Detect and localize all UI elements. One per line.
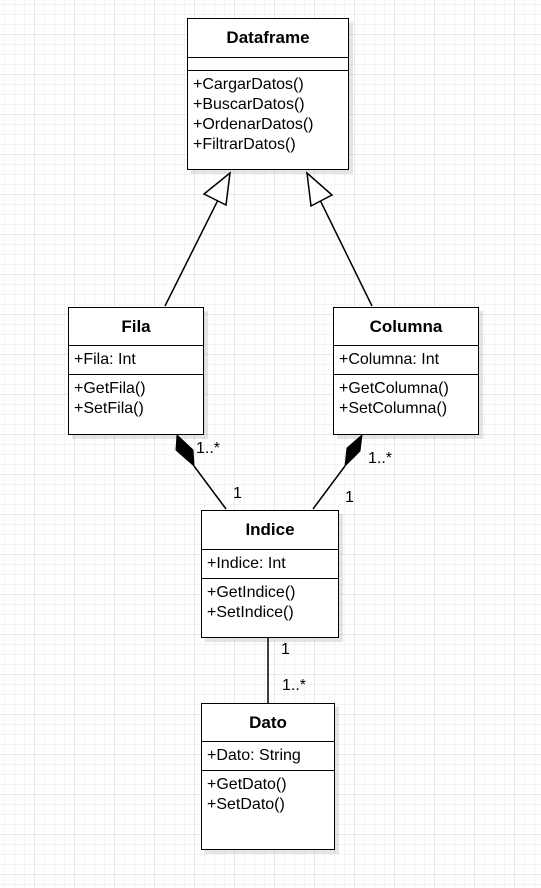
- class-columna-name: Columna: [334, 308, 478, 346]
- class-dataframe-attributes: [188, 58, 348, 71]
- method-set-indice: +SetIndice(): [207, 604, 294, 621]
- class-dato-attributes: +Dato: String: [202, 742, 334, 771]
- composition-diamond-columna: [344, 433, 363, 468]
- class-dato-name: Dato: [202, 704, 334, 742]
- method-set-dato: +SetDato(): [207, 796, 285, 813]
- composition-line-columna-indice: [312, 465, 346, 510]
- class-columna-methods: +GetColumna() +SetColumna(): [334, 375, 478, 423]
- class-indice-name: Indice: [202, 511, 338, 550]
- class-columna-attributes: +Columna: Int: [334, 346, 478, 375]
- class-dataframe-methods: +CargarDatos() +BuscarDatos() +OrdenarDa…: [188, 71, 348, 159]
- class-fila-attributes: +Fila: Int: [69, 346, 203, 375]
- multiplicity-fila-side: 1..*: [196, 440, 221, 457]
- class-fila-methods: +GetFila() +SetFila(): [69, 375, 203, 423]
- class-indice-methods: +GetIndice() +SetIndice(): [202, 579, 338, 627]
- class-columna[interactable]: Columna +Columna: Int +GetColumna() +Set…: [333, 307, 479, 435]
- composition-diamond-fila: [175, 433, 195, 468]
- method-filtrar-datos: +FiltrarDatos(): [193, 136, 296, 153]
- attribute-columna: +Columna: Int: [339, 351, 440, 368]
- method-get-dato: +GetDato(): [207, 776, 287, 793]
- method-set-columna: +SetColumna(): [339, 400, 448, 417]
- method-buscar-datos: +BuscarDatos(): [193, 96, 305, 113]
- method-get-fila: +GetFila(): [74, 380, 146, 397]
- attribute-fila: +Fila: Int: [74, 351, 136, 368]
- class-indice-attributes: +Indice: Int: [202, 550, 338, 579]
- class-dataframe[interactable]: Dataframe +CargarDatos() +BuscarDatos() …: [187, 18, 349, 170]
- class-fila[interactable]: Fila +Fila: Int +GetFila() +SetFila(): [68, 307, 204, 435]
- multiplicity-columna-side: 1..*: [368, 450, 393, 467]
- multiplicity-dato-side: 1..*: [282, 677, 307, 694]
- inheritance-arrowhead-columna: [306, 171, 334, 208]
- class-dato[interactable]: Dato +Dato: String +GetDato() +SetDato(): [201, 703, 335, 850]
- composition-line-fila-indice: [193, 465, 227, 510]
- method-set-fila: +SetFila(): [74, 400, 144, 417]
- method-ordenar-datos: +OrdenarDatos(): [193, 116, 314, 133]
- class-indice[interactable]: Indice +Indice: Int +GetIndice() +SetInd…: [201, 510, 339, 638]
- class-dataframe-name: Dataframe: [188, 19, 348, 58]
- multiplicity-indice-dato-side: 1: [281, 641, 290, 658]
- class-dato-methods: +GetDato() +SetDato(): [202, 771, 334, 819]
- class-fila-name: Fila: [69, 308, 203, 346]
- inheritance-arrowhead-fila: [202, 171, 231, 207]
- attribute-dato: +Dato: String: [207, 747, 301, 764]
- multiplicity-indice-columna-side: 1: [345, 489, 354, 506]
- inheritance-line-fila: [164, 199, 219, 307]
- attribute-indice: +Indice: Int: [207, 555, 286, 572]
- method-get-columna: +GetColumna(): [339, 380, 449, 397]
- method-get-indice: +GetIndice(): [207, 584, 296, 601]
- multiplicity-indice-fila-side: 1: [233, 485, 242, 502]
- method-cargar-datos: +CargarDatos(): [193, 76, 304, 93]
- inheritance-line-columna: [319, 199, 373, 307]
